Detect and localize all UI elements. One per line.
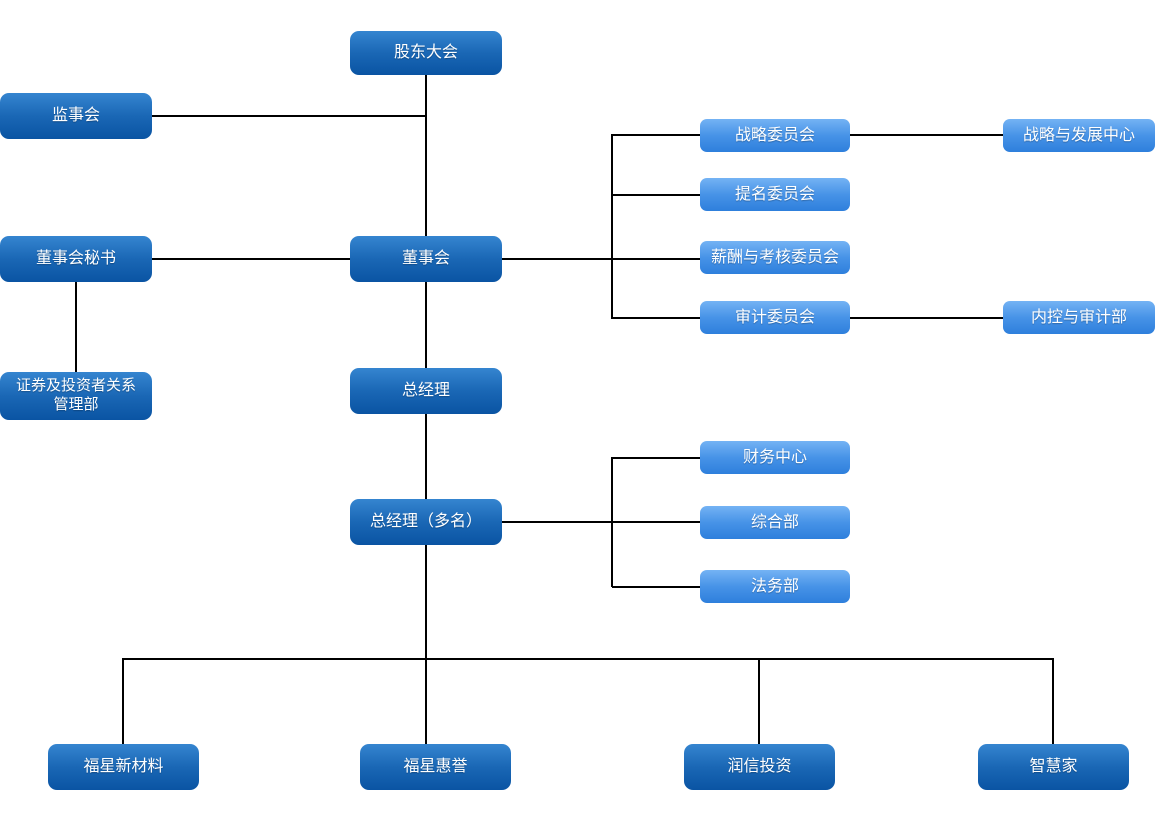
org-node-legal-dept: 法务部: [700, 570, 850, 603]
org-node-audit-committee: 审计委员会: [700, 301, 850, 334]
org-node-deputy-general-managers: 总经理（多名）: [350, 499, 502, 545]
org-node-board-secretary: 董事会秘书: [0, 236, 152, 282]
connector-bus-to-zhihuijia-v: [1052, 658, 1054, 744]
connector-deputygm-to-bus-v: [425, 545, 427, 659]
connector-board-to-remuneration-h: [502, 258, 700, 260]
connector-trunk-to-strategy-h: [612, 134, 700, 136]
connector-trunk-to-nomination-h: [612, 194, 700, 196]
org-node-internal-audit-dept: 内控与审计部: [1003, 301, 1155, 334]
org-node-strategy-dev-center: 战略与发展中心: [1003, 119, 1155, 152]
org-node-nomination-committee: 提名委员会: [700, 178, 850, 211]
org-node-general-dept: 综合部: [700, 506, 850, 539]
org-node-fuxing-new-materials: 福星新材料: [48, 744, 199, 790]
connector-subsidiaries-bus-h: [122, 658, 1054, 660]
connector-board-to-gm-v: [425, 282, 427, 368]
connector-bus-to-runxin-v: [758, 658, 760, 744]
org-node-fuxing-huiyu: 福星惠誉: [360, 744, 511, 790]
org-node-board-of-directors: 董事会: [350, 236, 502, 282]
connector-bus-to-newmaterials-v: [122, 658, 124, 744]
org-node-supervisory-board: 监事会: [0, 93, 152, 139]
connector-strategy-to-devcenter-h: [850, 134, 1003, 136]
connector-shareholders-to-board-v: [425, 75, 427, 236]
org-node-zhihuijia: 智慧家: [978, 744, 1129, 790]
connector-secretary-to-board-h: [152, 258, 350, 260]
org-node-securities-ir-dept: 证券及投资者关系 管理部: [0, 372, 152, 420]
org-node-finance-center: 财务中心: [700, 441, 850, 474]
org-node-remuneration-committee: 薪酬与考核委员会: [700, 241, 850, 274]
connector-audit-to-internalaudit-h: [850, 317, 1003, 319]
org-node-shareholders-meeting: 股东大会: [350, 31, 502, 75]
org-node-strategy-committee: 战略委员会: [700, 119, 850, 152]
org-node-runxin-investment: 润信投资: [684, 744, 835, 790]
connector-gm-to-deputygm-v: [425, 414, 427, 499]
connector-secretary-to-securities-v: [75, 282, 77, 372]
connector-committees-trunk-v: [611, 134, 613, 319]
connector-deputygm-to-generaldept-h: [502, 521, 700, 523]
connector-trunk-to-legal-h: [612, 586, 700, 588]
connector-supervisory-to-trunk-h: [152, 115, 426, 117]
connector-trunk-to-finance-h: [612, 457, 700, 459]
connector-bus-to-huiyu-v: [425, 658, 427, 744]
org-node-general-manager: 总经理: [350, 368, 502, 414]
connector-trunk-to-audit-h: [612, 317, 700, 319]
connector-departments-trunk-v: [611, 457, 613, 587]
